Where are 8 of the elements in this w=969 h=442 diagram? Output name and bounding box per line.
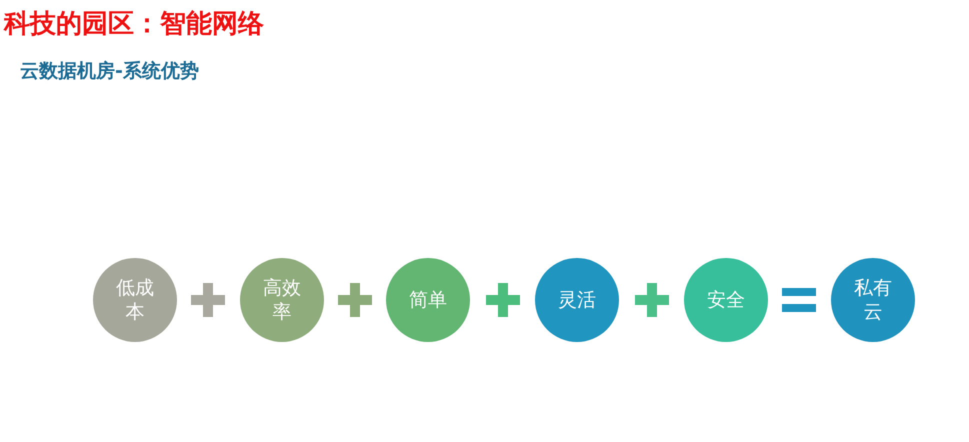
node-label: 私有云 <box>853 276 893 324</box>
node-label: 灵活 <box>557 288 597 312</box>
subtitle: 云数据机房-系统优势 <box>20 59 199 84</box>
node-label: 简单 <box>408 288 448 312</box>
node-label: 安全 <box>706 288 746 312</box>
node-label: 高效率 <box>262 276 302 324</box>
node-label: 低成本 <box>115 276 155 324</box>
title: 科技的园区：智能网络 <box>4 8 264 41</box>
